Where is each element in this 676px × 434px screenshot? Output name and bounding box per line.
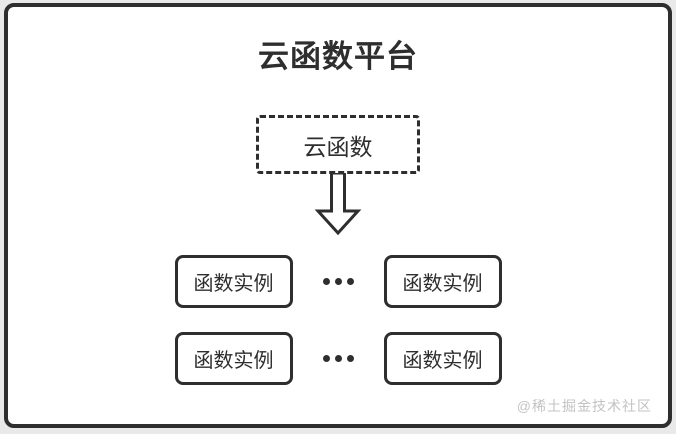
instance-label: 函数实例 xyxy=(193,273,274,295)
cloud-function-node: 云函数 xyxy=(256,115,420,174)
dot-icon xyxy=(322,355,330,362)
instance-node: 函数实例 xyxy=(383,255,502,308)
instance-row-2: 函数实例 函数实例 xyxy=(174,332,502,385)
page-title: 云函数平台 xyxy=(258,39,418,74)
dot-icon xyxy=(346,355,354,362)
dot-icon xyxy=(334,355,342,362)
instance-row-1: 函数实例 函数实例 xyxy=(174,255,502,308)
dot-icon xyxy=(334,278,342,285)
ellipsis-icon xyxy=(293,278,384,285)
dot-icon xyxy=(346,278,354,285)
down-arrow-icon xyxy=(8,171,668,236)
ellipsis-icon xyxy=(293,355,384,362)
watermark: @稀土掘金技术社区 xyxy=(516,398,652,414)
dot-icon xyxy=(322,278,330,285)
diagram-frame: 云函数平台 云函数 函数实例 函数实例 函数实例 xyxy=(4,3,672,428)
instance-node: 函数实例 xyxy=(174,332,293,385)
instance-label: 函数实例 xyxy=(402,350,483,372)
instance-node: 函数实例 xyxy=(174,255,293,308)
instance-grid: 函数实例 函数实例 函数实例 函数实例 xyxy=(8,255,668,385)
instance-node: 函数实例 xyxy=(383,332,502,385)
cloud-function-label: 云函数 xyxy=(303,133,373,160)
instance-label: 函数实例 xyxy=(193,350,274,372)
instance-label: 函数实例 xyxy=(402,273,483,295)
